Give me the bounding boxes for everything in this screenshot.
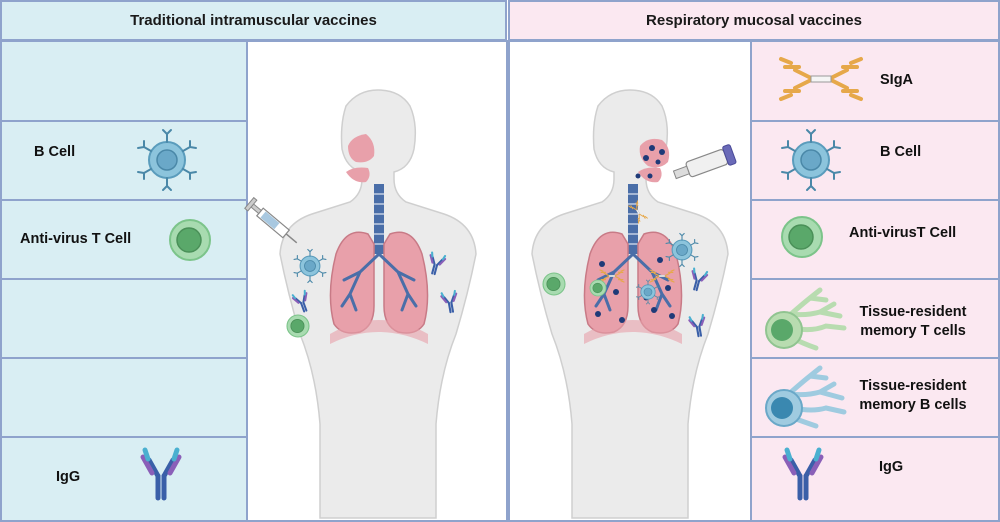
right-siga-label: SIgA: [880, 72, 914, 88]
right-human-torso-icon: [531, 89, 737, 519]
right-trm-t-label-line1: Tissue-resident: [859, 304, 967, 320]
right-trm-t-label-line2: memory T cells: [860, 323, 966, 339]
right-b-cell-label: B Cell: [880, 144, 922, 160]
left-cell-igg: [0, 436, 248, 522]
left-t-cell-icon: [169, 219, 211, 261]
right-cell-b-cell: [750, 120, 1000, 201]
right-cell-t-cell: [750, 199, 1000, 280]
tissue-resident-b-cell-icon: [765, 365, 847, 429]
right-header-title: Respiratory mucosal vaccines: [646, 11, 862, 29]
right-siga-antibody-icon: [779, 57, 863, 101]
right-trm-b-label: Tissue-resident memory B cells: [848, 377, 978, 415]
right-igg-antibody-icon: [780, 444, 826, 506]
nasal-spray-icon: [672, 144, 737, 180]
right-cell-siga: [750, 40, 1000, 122]
left-igg-antibody-icon: [138, 444, 184, 506]
right-t-cell-icon: [781, 216, 823, 258]
right-igg-label: IgG: [879, 459, 904, 475]
left-human-torso-icon: [244, 89, 477, 519]
right-cell-igg: [750, 436, 1000, 522]
tissue-resident-t-cell-icon: [765, 287, 847, 351]
left-cell-empty-3: [0, 357, 248, 438]
left-cell-empty-2: [0, 278, 248, 359]
right-t-cell-label: Anti-virusT Cell: [849, 225, 957, 241]
right-trm-b-label-line2: memory B cells: [859, 397, 967, 413]
left-header-title: Traditional intramuscular vaccines: [130, 11, 377, 29]
right-b-cell-icon: [781, 129, 841, 191]
syringe-icon: [244, 196, 298, 244]
left-t-cell-label: Anti-virus T Cell: [20, 231, 132, 247]
right-trm-t-label: Tissue-resident memory T cells: [848, 303, 978, 341]
left-cell-empty-1: [0, 40, 248, 122]
left-b-cell-icon: [137, 129, 197, 191]
right-trm-b-label-line1: Tissue-resident: [859, 378, 967, 394]
left-b-cell-label: B Cell: [34, 144, 76, 160]
right-header-panel: [508, 0, 1000, 41]
left-igg-label: IgG: [56, 469, 81, 485]
